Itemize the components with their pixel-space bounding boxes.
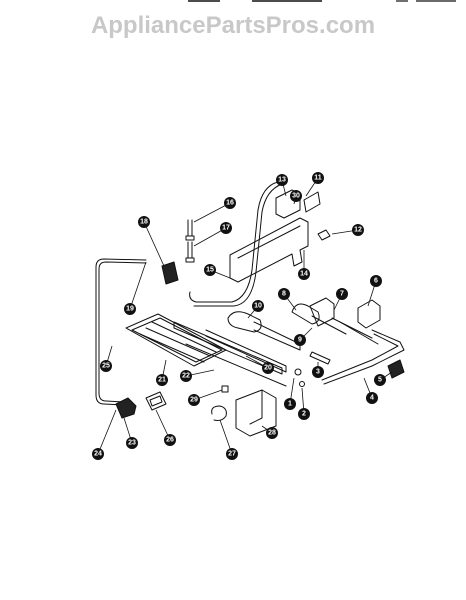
svg-text:13: 13	[278, 177, 286, 184]
callout-14: 14	[298, 268, 310, 280]
svg-text:12: 12	[354, 227, 362, 234]
manifold-bracket	[229, 217, 309, 283]
svg-text:18: 18	[140, 219, 148, 226]
svg-text:21: 21	[158, 377, 166, 384]
svg-text:26: 26	[166, 437, 174, 444]
svg-text:4: 4	[370, 395, 374, 402]
svg-text:3: 3	[316, 369, 320, 376]
callout-21: 21	[156, 374, 168, 386]
callout-6: 6	[370, 275, 382, 287]
burner-head-left	[227, 311, 262, 333]
spring-clip	[211, 405, 227, 421]
svg-text:28: 28	[268, 430, 276, 437]
header-fragment	[188, 0, 456, 2]
svg-text:10: 10	[254, 303, 262, 310]
callout-27: 27	[226, 448, 238, 460]
callout-29: 29	[188, 394, 200, 406]
callout-26: 26	[164, 434, 176, 446]
svg-text:6: 6	[374, 278, 378, 285]
svg-text:16: 16	[226, 200, 234, 207]
callout-3: 3	[312, 366, 324, 378]
callout-30: 30	[290, 190, 302, 202]
svg-text:22: 22	[182, 373, 190, 380]
callout-19: 19	[124, 303, 136, 315]
callout-13: 13	[276, 174, 288, 186]
watermark-logo: AppliancePartsPros.com	[90, 12, 376, 39]
manifold-rod	[173, 321, 283, 375]
svg-text:11: 11	[314, 175, 322, 182]
callout-18: 18	[138, 216, 150, 228]
svg-text:24: 24	[94, 451, 102, 458]
svg-text:20: 20	[264, 365, 272, 372]
svg-text:7: 7	[340, 291, 344, 298]
callout-4: 4	[366, 392, 378, 404]
burner-tray	[125, 313, 227, 367]
svg-text:5: 5	[378, 377, 382, 384]
burner-head-right	[309, 297, 335, 327]
callout-22: 22	[180, 370, 192, 382]
svg-text:2: 2	[302, 411, 306, 418]
svg-text:19: 19	[126, 306, 134, 313]
callout-24: 24	[92, 448, 104, 460]
callout-16: 16	[224, 197, 236, 209]
svg-text:23: 23	[128, 440, 136, 447]
callout-7: 7	[336, 288, 348, 300]
callout-15: 15	[204, 264, 216, 276]
svg-text:1: 1	[288, 401, 292, 408]
svg-text:15: 15	[206, 267, 214, 274]
svg-text:9: 9	[298, 337, 302, 344]
callout-11: 11	[312, 172, 324, 184]
control-valve	[357, 299, 381, 329]
svg-text:27: 27	[228, 451, 236, 458]
callout-1: 1	[284, 398, 296, 410]
clip	[145, 391, 167, 411]
safety-valve	[161, 261, 179, 285]
callout-9: 9	[294, 334, 306, 346]
callout-8: 8	[278, 288, 290, 300]
callout-17: 17	[220, 222, 232, 234]
callout-28: 28	[266, 427, 278, 439]
svg-text:14: 14	[300, 271, 308, 278]
callout-2: 2	[298, 408, 310, 420]
svg-text:8: 8	[282, 291, 286, 298]
svg-text:25: 25	[102, 363, 110, 370]
thermocouple-tube	[95, 258, 147, 406]
callout-25: 25	[100, 360, 112, 372]
callout-23: 23	[126, 437, 138, 449]
svg-text:17: 17	[222, 225, 230, 232]
gas-pipe	[323, 329, 405, 385]
svg-text:30: 30	[292, 193, 300, 200]
spark-ignitor	[115, 397, 137, 419]
burner-head-mid	[291, 303, 320, 325]
bracket-tube	[189, 181, 279, 303]
callout-10: 10	[252, 300, 264, 312]
svg-text:29: 29	[190, 397, 198, 404]
callout-20: 20	[262, 362, 274, 374]
callout-markers: 1 2 3 4 5 6 7 8 9 10 11 12 13 14 15 16 1…	[92, 172, 386, 460]
top-bracket	[275, 189, 301, 219]
callout-5: 5	[374, 374, 386, 386]
callout-12: 12	[352, 224, 364, 236]
